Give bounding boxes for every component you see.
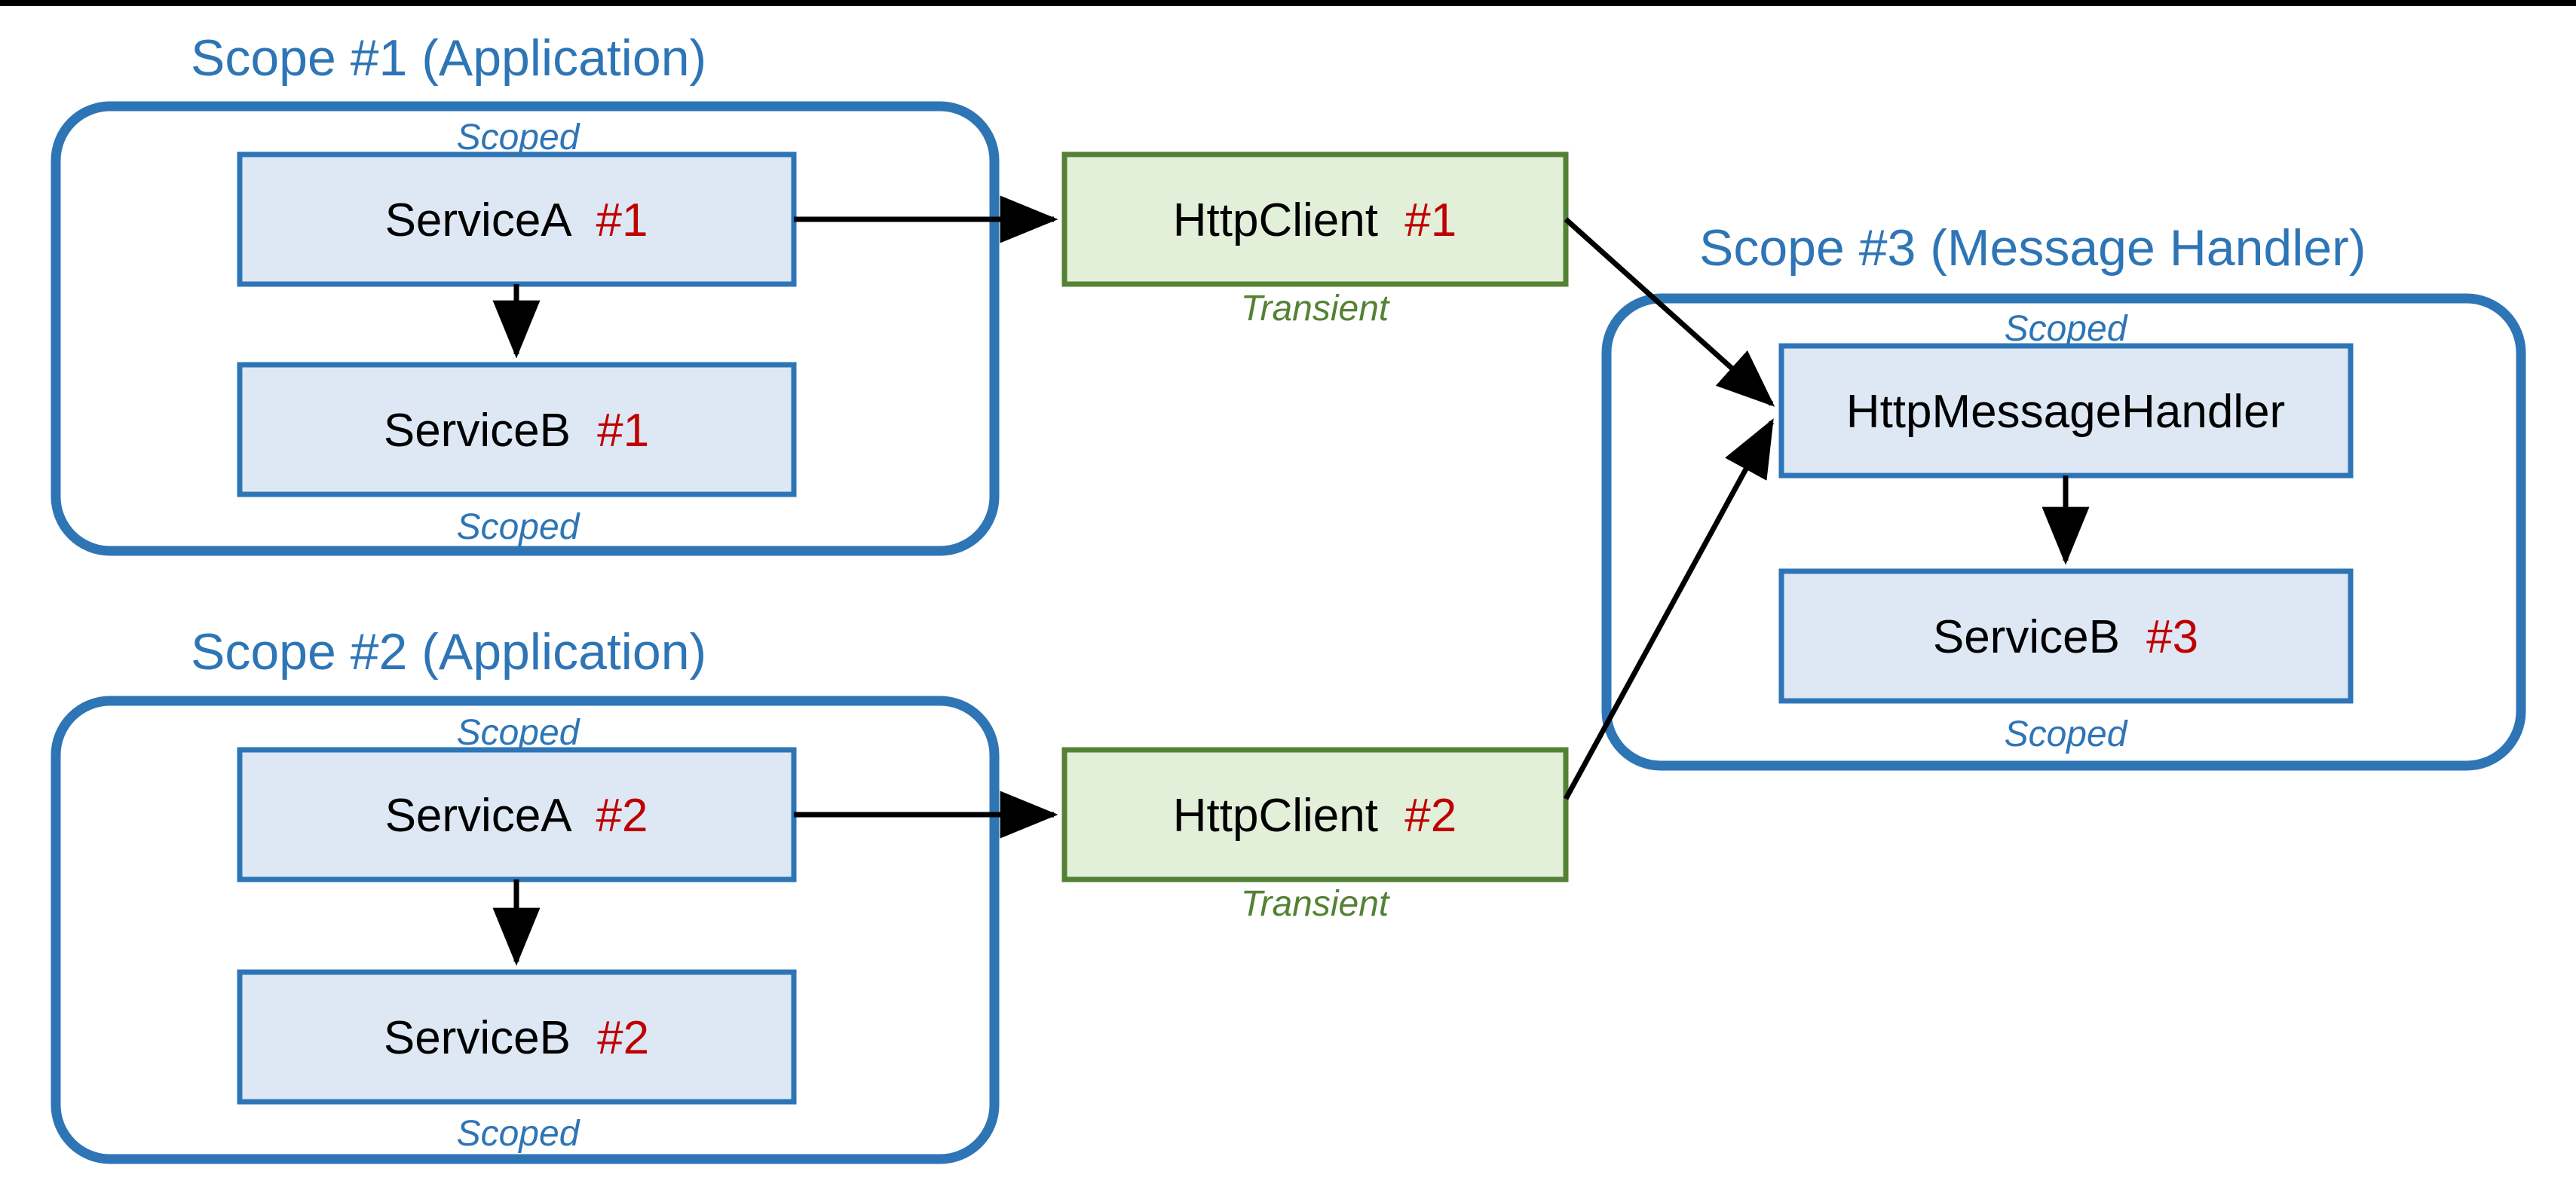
- node-httpclient-2-label: HttpClient #2: [1173, 790, 1456, 842]
- node-servicea-1-index: #1: [596, 194, 648, 246]
- node-serviceb-3-name: ServiceB: [1933, 611, 2120, 663]
- node-httpclient-1-index: #1: [1404, 194, 1456, 246]
- node-serviceb-2-box[interactable]: [237, 969, 797, 1105]
- scope-1-bottom-lifetime-label: Scoped: [457, 507, 580, 547]
- httpclient-2-lifetime-label: Transient: [1241, 884, 1390, 924]
- scope-2-top-lifetime-label: Scoped: [457, 713, 580, 753]
- scope-3-frame: [1601, 293, 2526, 771]
- node-httpclient-2-box[interactable]: [1061, 747, 1569, 882]
- node-serviceb-3-box[interactable]: [1778, 568, 2354, 704]
- edge-httpclient2-to-handler: [1563, 418, 1775, 800]
- node-serviceb-3-label: ServiceB #3: [1933, 611, 2198, 663]
- node-httpmessagehandler-name: HttpMessageHandler: [1846, 386, 2285, 438]
- node-serviceb-1-label: ServiceB #1: [384, 405, 649, 457]
- scope-3-group: Scope #3 (Message Handler) Scoped HttpMe…: [1601, 219, 2526, 771]
- scope-1-title: Scope #1 (Application): [191, 29, 706, 87]
- scope-3-title: Scope #3 (Message Handler): [1699, 219, 2366, 277]
- node-servicea-1-label: ServiceA #1: [385, 194, 648, 246]
- node-serviceb-1-index: #1: [597, 405, 649, 457]
- scope-2-frame: [51, 696, 1000, 1164]
- node-servicea-2-name: ServiceA: [385, 790, 573, 842]
- node-httpclient-1-box[interactable]: [1061, 151, 1569, 287]
- node-serviceb-1-box[interactable]: [237, 362, 797, 497]
- edge-httpclient1-to-handler: [1564, 217, 1775, 407]
- node-serviceb-2-index: #2: [597, 1012, 649, 1064]
- scope-2-bottom-lifetime-label: Scoped: [457, 1114, 580, 1154]
- httpclient-1-lifetime-label: Transient: [1241, 289, 1390, 329]
- node-httpclient-2-index: #2: [1404, 790, 1456, 842]
- node-httpmessagehandler-label: HttpMessageHandler: [1846, 386, 2285, 438]
- node-serviceb-1-name: ServiceB: [384, 405, 571, 457]
- scope-1-group: Scope #1 (Application) Scoped ServiceA #…: [51, 29, 1000, 556]
- node-httpclient-1-name: HttpClient: [1173, 194, 1378, 246]
- node-servicea-2-label: ServiceA #2: [385, 790, 648, 842]
- scope-1-top-lifetime-label: Scoped: [457, 118, 580, 158]
- scope-2-title: Scope #2 (Application): [191, 623, 706, 681]
- scope-3-top-lifetime-label: Scoped: [2005, 309, 2128, 349]
- node-httpclient-2-name: HttpClient: [1173, 790, 1378, 842]
- httpclient-2-group: HttpClient #2 Transient: [1061, 747, 1569, 924]
- scope-3-bottom-lifetime-label: Scoped: [2005, 714, 2128, 754]
- top-black-bar: [0, 0, 2576, 6]
- node-serviceb-2-name: ServiceB: [384, 1012, 571, 1064]
- node-httpmessagehandler-box[interactable]: [1778, 343, 2354, 479]
- node-serviceb-3-index: #3: [2146, 611, 2198, 663]
- node-servicea-2-index: #2: [596, 790, 648, 842]
- scope-2-group: Scope #2 (Application) Scoped ServiceA #…: [51, 623, 1000, 1164]
- node-serviceb-2-label: ServiceB #2: [384, 1012, 649, 1064]
- node-servicea-1-name: ServiceA: [385, 194, 573, 246]
- scope-1-frame: [51, 101, 1000, 556]
- node-servicea-2-box[interactable]: [237, 747, 797, 882]
- node-httpclient-1-label: HttpClient #1: [1173, 194, 1456, 246]
- httpclient-1-group: HttpClient #1 Transient: [1061, 151, 1569, 329]
